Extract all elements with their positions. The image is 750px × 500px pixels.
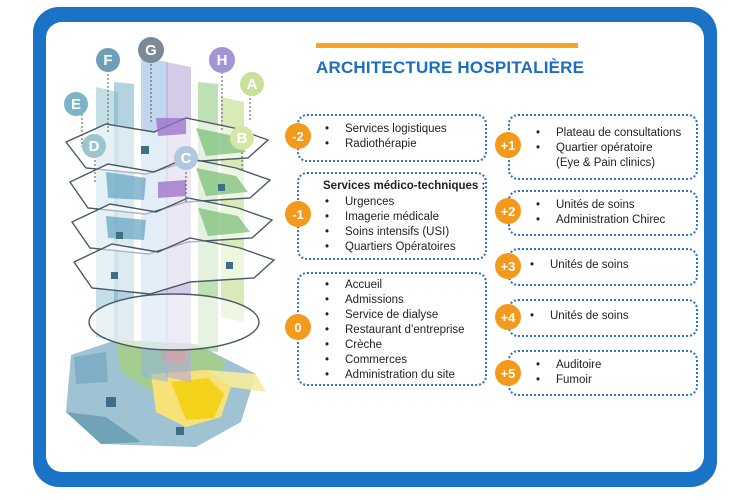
tower-label-B: B xyxy=(237,130,248,147)
tower-label-E: E xyxy=(71,96,81,113)
list-item: Urgences xyxy=(321,195,456,210)
list-item: Unités de soins xyxy=(526,309,629,324)
title-underline xyxy=(316,43,578,48)
list-item: Unités de soins xyxy=(526,258,629,273)
list-item: Soins intensifs (USI) xyxy=(321,225,456,240)
level-badge-plus-2: +2 xyxy=(495,198,521,224)
list-item: Fumoir xyxy=(532,373,601,388)
list-item: Quartiers Opératoires xyxy=(321,240,456,255)
tower-label-D: D xyxy=(89,138,100,155)
level-box-plus-2: Unités de soins Administration Chirec xyxy=(508,190,698,236)
list-item: Service de dialyse xyxy=(321,308,465,323)
level-box-minus-2: Services logistiques Radiothérapie xyxy=(297,114,487,162)
level-box-minus-1: Services médico-techniques : Urgences Im… xyxy=(297,172,487,260)
list-item: Administration Chirec xyxy=(532,213,665,228)
list-item: Unités de soins xyxy=(532,198,665,213)
tower-label-F: F xyxy=(103,52,112,69)
list-item: Plateau de consultations xyxy=(532,126,681,141)
level-badge-minus-1: -1 xyxy=(285,201,311,227)
tower-label-G: G xyxy=(145,42,157,59)
level-badge-plus-3: +3 xyxy=(495,253,521,279)
tower-label-A: A xyxy=(247,76,258,93)
list-item: Quartier opératoire xyxy=(532,141,681,156)
building-illustration: E F G H A D C B xyxy=(64,37,276,447)
level-box-plus-3: Unités de soins xyxy=(508,248,698,286)
list-item: (Eye & Pain clinics) xyxy=(556,157,656,169)
level-box-plus-1: Plateau de consultations Quartier opérat… xyxy=(508,114,698,180)
list-item: Radiothérapie xyxy=(321,137,447,152)
list-item: Auditoire xyxy=(532,358,601,373)
list-item: Commerces xyxy=(321,353,465,368)
list-item: Restaurant d’entreprise xyxy=(321,323,465,338)
list-item: Crèche xyxy=(321,338,465,353)
list-item: Admissions xyxy=(321,293,465,308)
level-box-0: Accueil Admissions Service de dialyse Re… xyxy=(297,272,487,386)
level-badge-plus-5: +5 xyxy=(495,360,521,386)
level-badge-0: 0 xyxy=(285,314,311,340)
tower-label-C: C xyxy=(181,150,192,167)
page-title: ARCHITECTURE HOSPITALIÈRE xyxy=(316,58,585,77)
tower-label-H: H xyxy=(217,52,228,69)
list-item: Imagerie médicale xyxy=(321,210,456,225)
level-badge-minus-2: -2 xyxy=(285,123,311,149)
level-box-plus-4: Unités de soins xyxy=(508,299,698,337)
level-heading: Services médico-techniques : xyxy=(323,180,486,192)
level-badge-plus-4: +4 xyxy=(495,304,521,330)
list-item: Services logistiques xyxy=(321,122,447,137)
level-box-plus-5: Auditoire Fumoir xyxy=(508,350,698,396)
level-badge-plus-1: +1 xyxy=(495,132,521,158)
list-item: Accueil xyxy=(321,278,465,293)
list-item: Administration du site xyxy=(321,368,465,383)
